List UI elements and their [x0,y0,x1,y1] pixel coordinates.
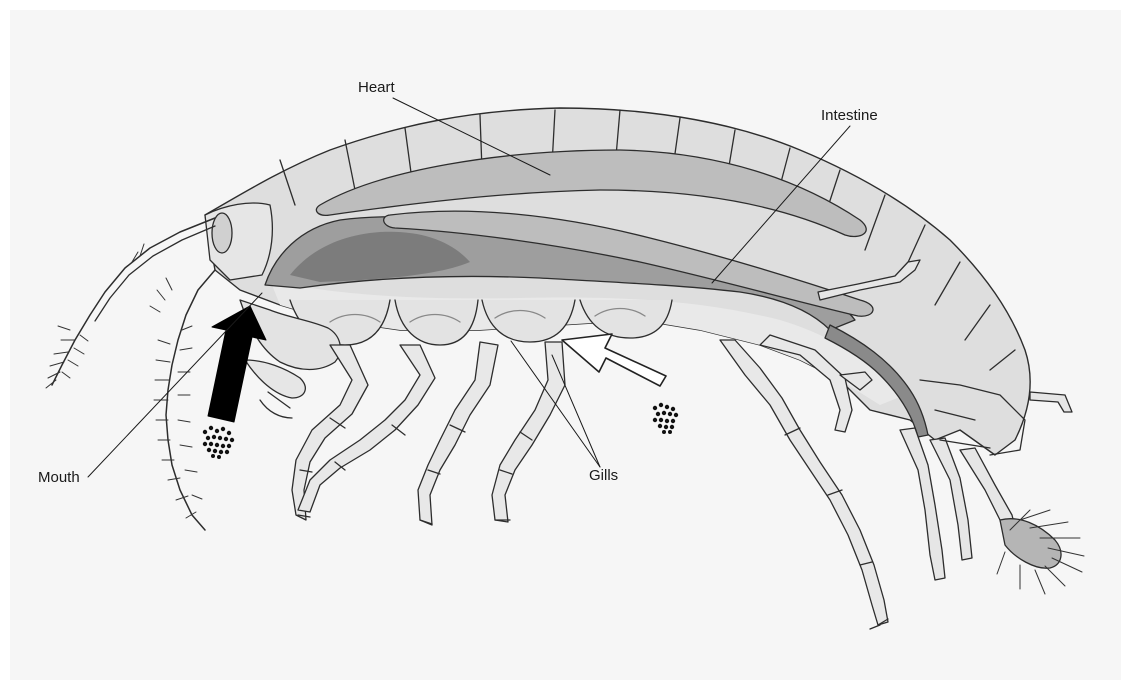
outflow-arrow [562,334,666,386]
particle-cluster-gills [653,403,678,434]
mouth-label: Mouth [38,469,80,487]
particle-cluster-mouth [203,426,234,459]
intestine-label: Intestine [821,107,878,125]
gills-label: Gills [589,467,618,485]
gills-leader-line-1 [552,355,600,467]
heart-label: Heart [358,79,395,97]
